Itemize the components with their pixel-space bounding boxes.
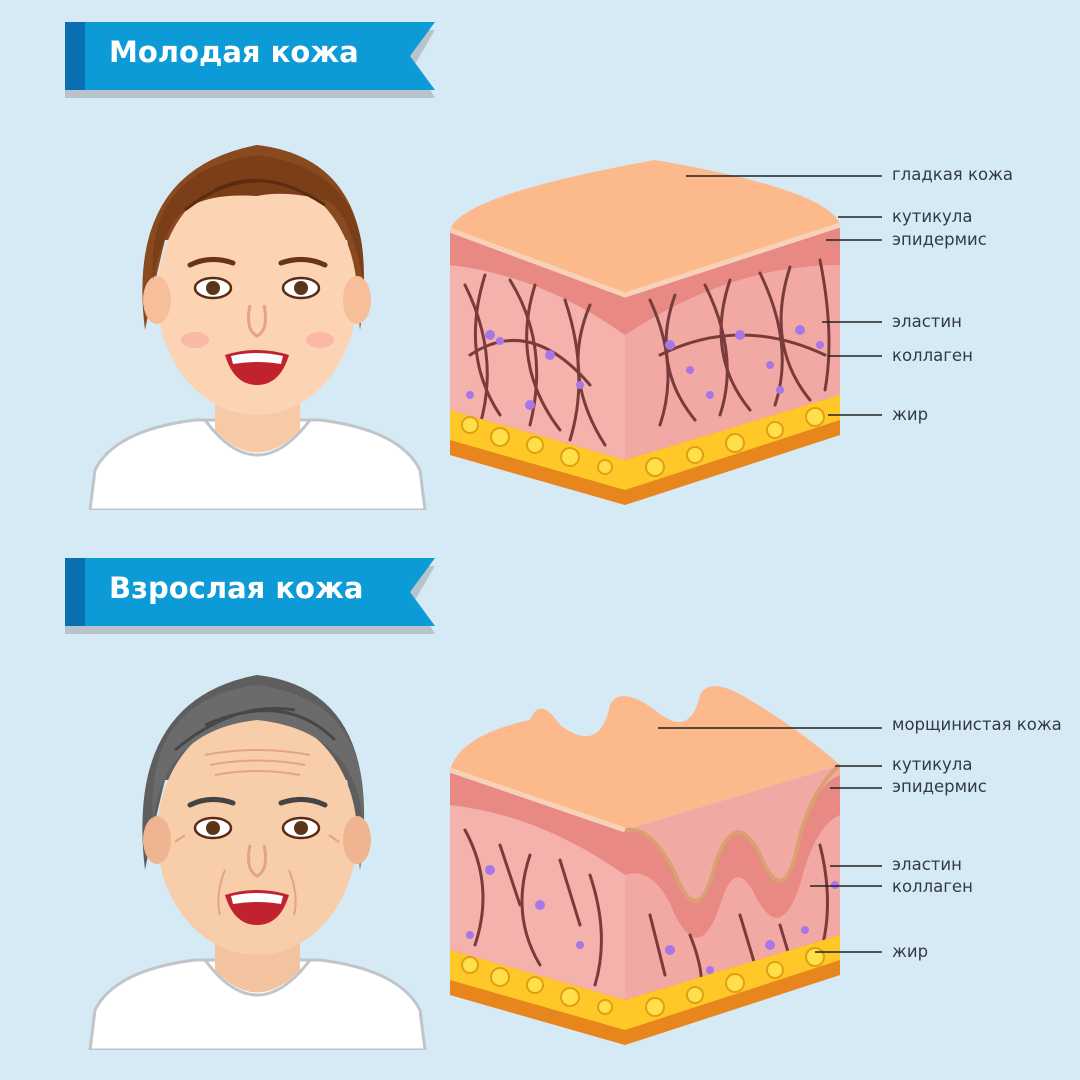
label-cuticle-adult: кутикула bbox=[892, 755, 973, 774]
label-wrinkled-skin: морщинистая кожа bbox=[892, 715, 1062, 734]
young-skin-banner: Молодая кожа bbox=[65, 22, 435, 98]
label-fat: жир bbox=[892, 405, 929, 424]
wrinkled-skin-block-icon bbox=[449, 686, 842, 1045]
adult-leader-lines bbox=[658, 727, 882, 953]
label-fat-adult: жир bbox=[892, 942, 929, 961]
young-skin-title: Молодая кожа bbox=[109, 35, 359, 69]
label-epidermis: эпидермис bbox=[892, 230, 987, 249]
label-cuticle: кутикула bbox=[892, 207, 973, 226]
adult-skin-section: Взрослая кожа bbox=[0, 540, 1080, 1080]
label-collagen: коллаген bbox=[892, 346, 973, 365]
young-face-icon bbox=[88, 145, 427, 510]
label-elastin: эластин bbox=[892, 312, 962, 331]
young-leader-lines bbox=[686, 175, 882, 416]
young-skin-section: Молодая кожа bbox=[65, 22, 1014, 510]
adult-skin-banner: Взрослая кожа bbox=[65, 558, 435, 634]
smooth-skin-block-icon bbox=[449, 160, 841, 505]
label-collagen-adult: коллаген bbox=[892, 877, 973, 896]
label-smooth-skin: гладкая кожа bbox=[892, 165, 1014, 184]
adult-face-icon bbox=[88, 675, 427, 1050]
adult-skin-title: Взрослая кожа bbox=[109, 571, 364, 605]
label-epidermis-adult: эпидермис bbox=[892, 777, 987, 796]
label-elastin-adult: эластин bbox=[892, 855, 962, 874]
